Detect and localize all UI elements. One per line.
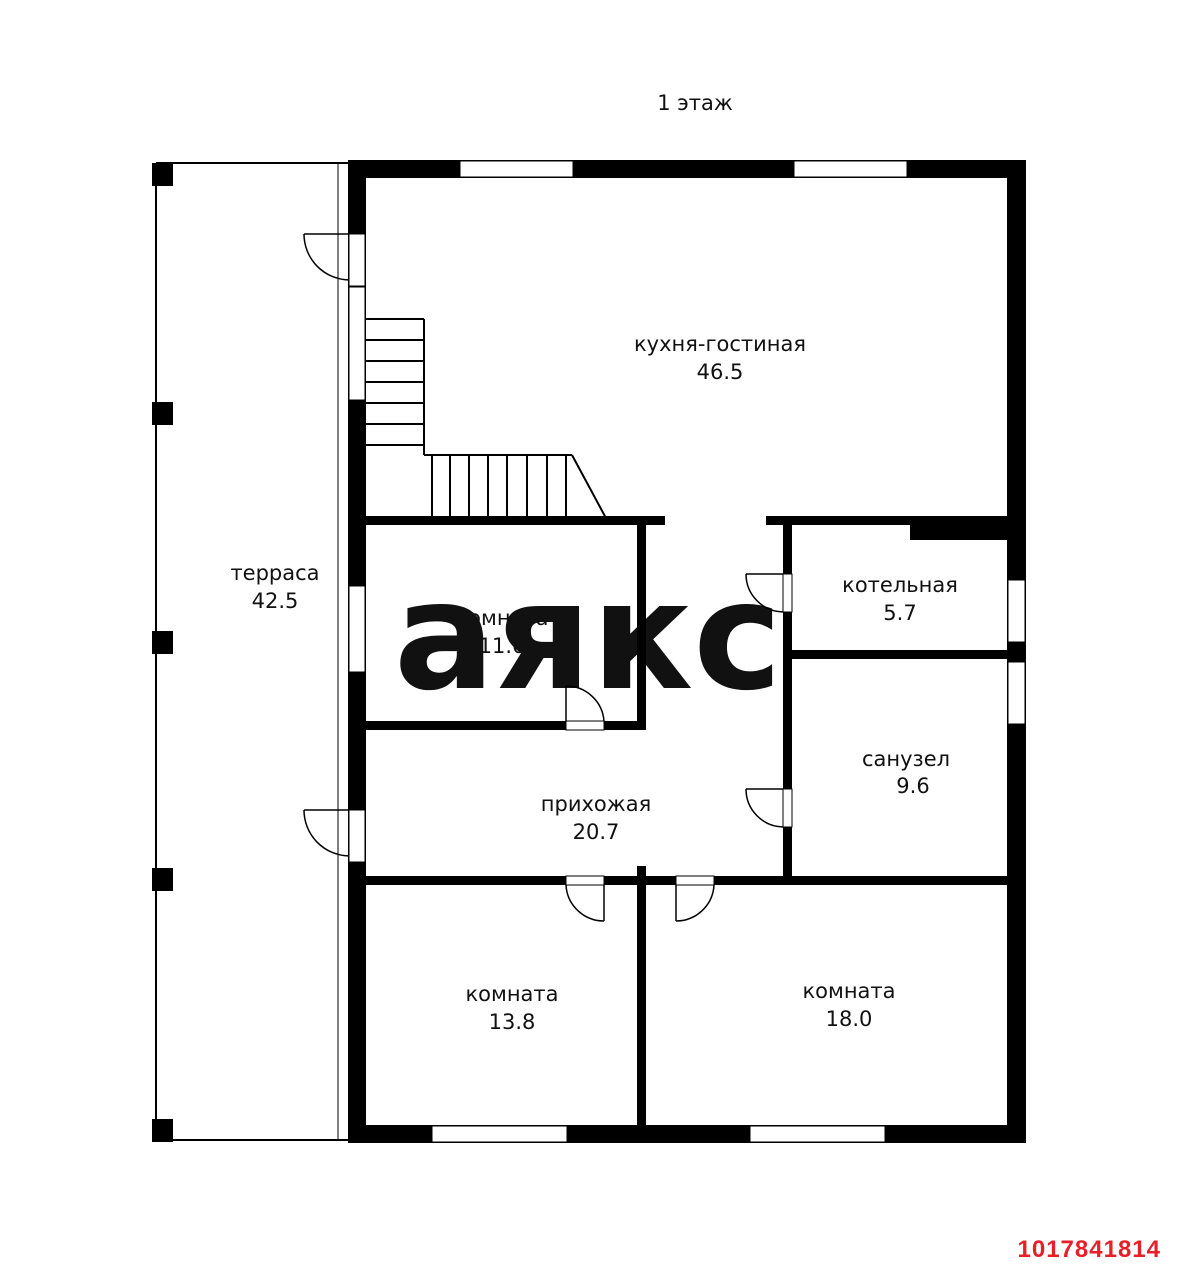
room-area: 9.6 [896, 774, 929, 798]
windows [348, 160, 1026, 1143]
room-label-kitchen-living: кухня-гостиная 46.5 [634, 332, 806, 384]
floor-title: 1 этаж [657, 91, 733, 115]
room-area: 13.8 [489, 1010, 536, 1034]
room-name: терраса [230, 561, 319, 585]
staircase [365, 318, 608, 521]
room-name: котельная [842, 573, 958, 597]
room-label-hallway: прихожая 20.7 [541, 792, 651, 844]
room-name: комната [802, 979, 895, 1003]
room-name: кухня-гостиная [634, 332, 806, 356]
watermark: аякс [394, 550, 782, 724]
room-area: 5.7 [883, 601, 916, 625]
room-label-boiler: котельная 5.7 [842, 573, 958, 625]
room-label-terrace: терраса 42.5 [230, 561, 319, 613]
room-label-room-c: комната 18.0 [802, 979, 895, 1031]
room-area: 18.0 [826, 1007, 873, 1031]
room-label-room-a: комната 11.6 [455, 606, 548, 658]
room-label-bathroom: санузел 9.6 [862, 747, 950, 798]
room-name: комната [465, 982, 558, 1006]
room-label-room-b: комната 13.8 [465, 982, 558, 1034]
room-area: 11.6 [479, 634, 526, 658]
interior-doors [565, 573, 793, 922]
room-area: 42.5 [252, 589, 299, 613]
room-name: прихожая [541, 792, 651, 816]
exterior-doors [303, 233, 366, 863]
room-name: комната [455, 606, 548, 630]
listing-id: 1017841814 [1017, 1236, 1161, 1263]
room-area: 20.7 [573, 820, 620, 844]
room-name: санузел [862, 747, 950, 771]
room-area: 46.5 [697, 360, 744, 384]
terrace-outline [152, 162, 350, 1142]
